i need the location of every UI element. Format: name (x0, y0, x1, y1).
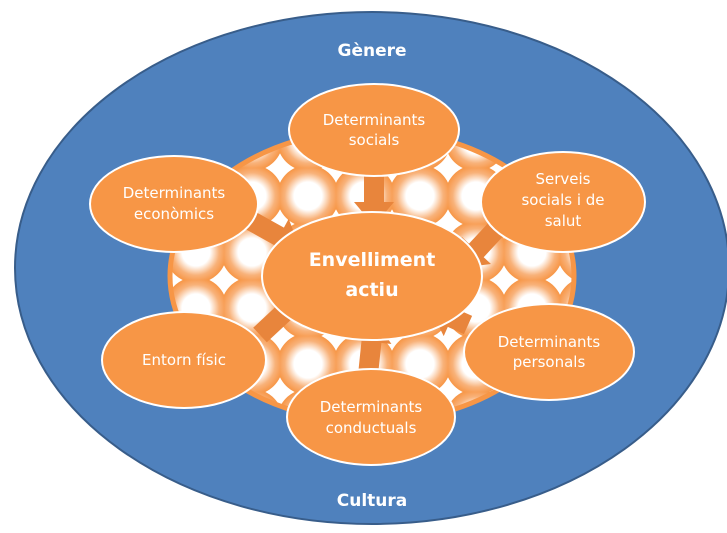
node-label-line: Determinants (323, 111, 426, 129)
center-ellipse (261, 211, 483, 341)
node-label-line: socials i de (521, 191, 604, 209)
node-label-line: Entorn físic (142, 351, 226, 369)
node-label-line: socials (349, 131, 400, 149)
node-label-line: Determinants (123, 184, 226, 202)
node-determinants-socials: Determinants socials (288, 83, 460, 177)
node-label-line: Determinants (498, 333, 601, 351)
node-label-line: salut (545, 212, 582, 230)
center-label-line-1: Envelliment (309, 249, 436, 271)
node-label-line: personals (513, 353, 586, 371)
node-label-line: conductuals (326, 419, 417, 437)
node-label-line: econòmics (134, 205, 214, 223)
outer-top-label: Gènere (337, 41, 406, 61)
node-determinants-economics: Determinants econòmics (89, 155, 259, 253)
node-determinants-conductuals: Determinants conductuals (286, 368, 456, 466)
node-label-line: Determinants (320, 398, 423, 416)
node-serveis-socials-salut: Serveis socials i de salut (480, 151, 646, 253)
node-entorn-fisic: Entorn físic (101, 311, 267, 409)
node-determinants-personals: Determinants personals (463, 303, 635, 401)
center-label-line-2: actiu (345, 279, 398, 301)
node-label-line: Serveis (535, 170, 590, 188)
outer-bottom-label: Cultura (337, 491, 408, 511)
